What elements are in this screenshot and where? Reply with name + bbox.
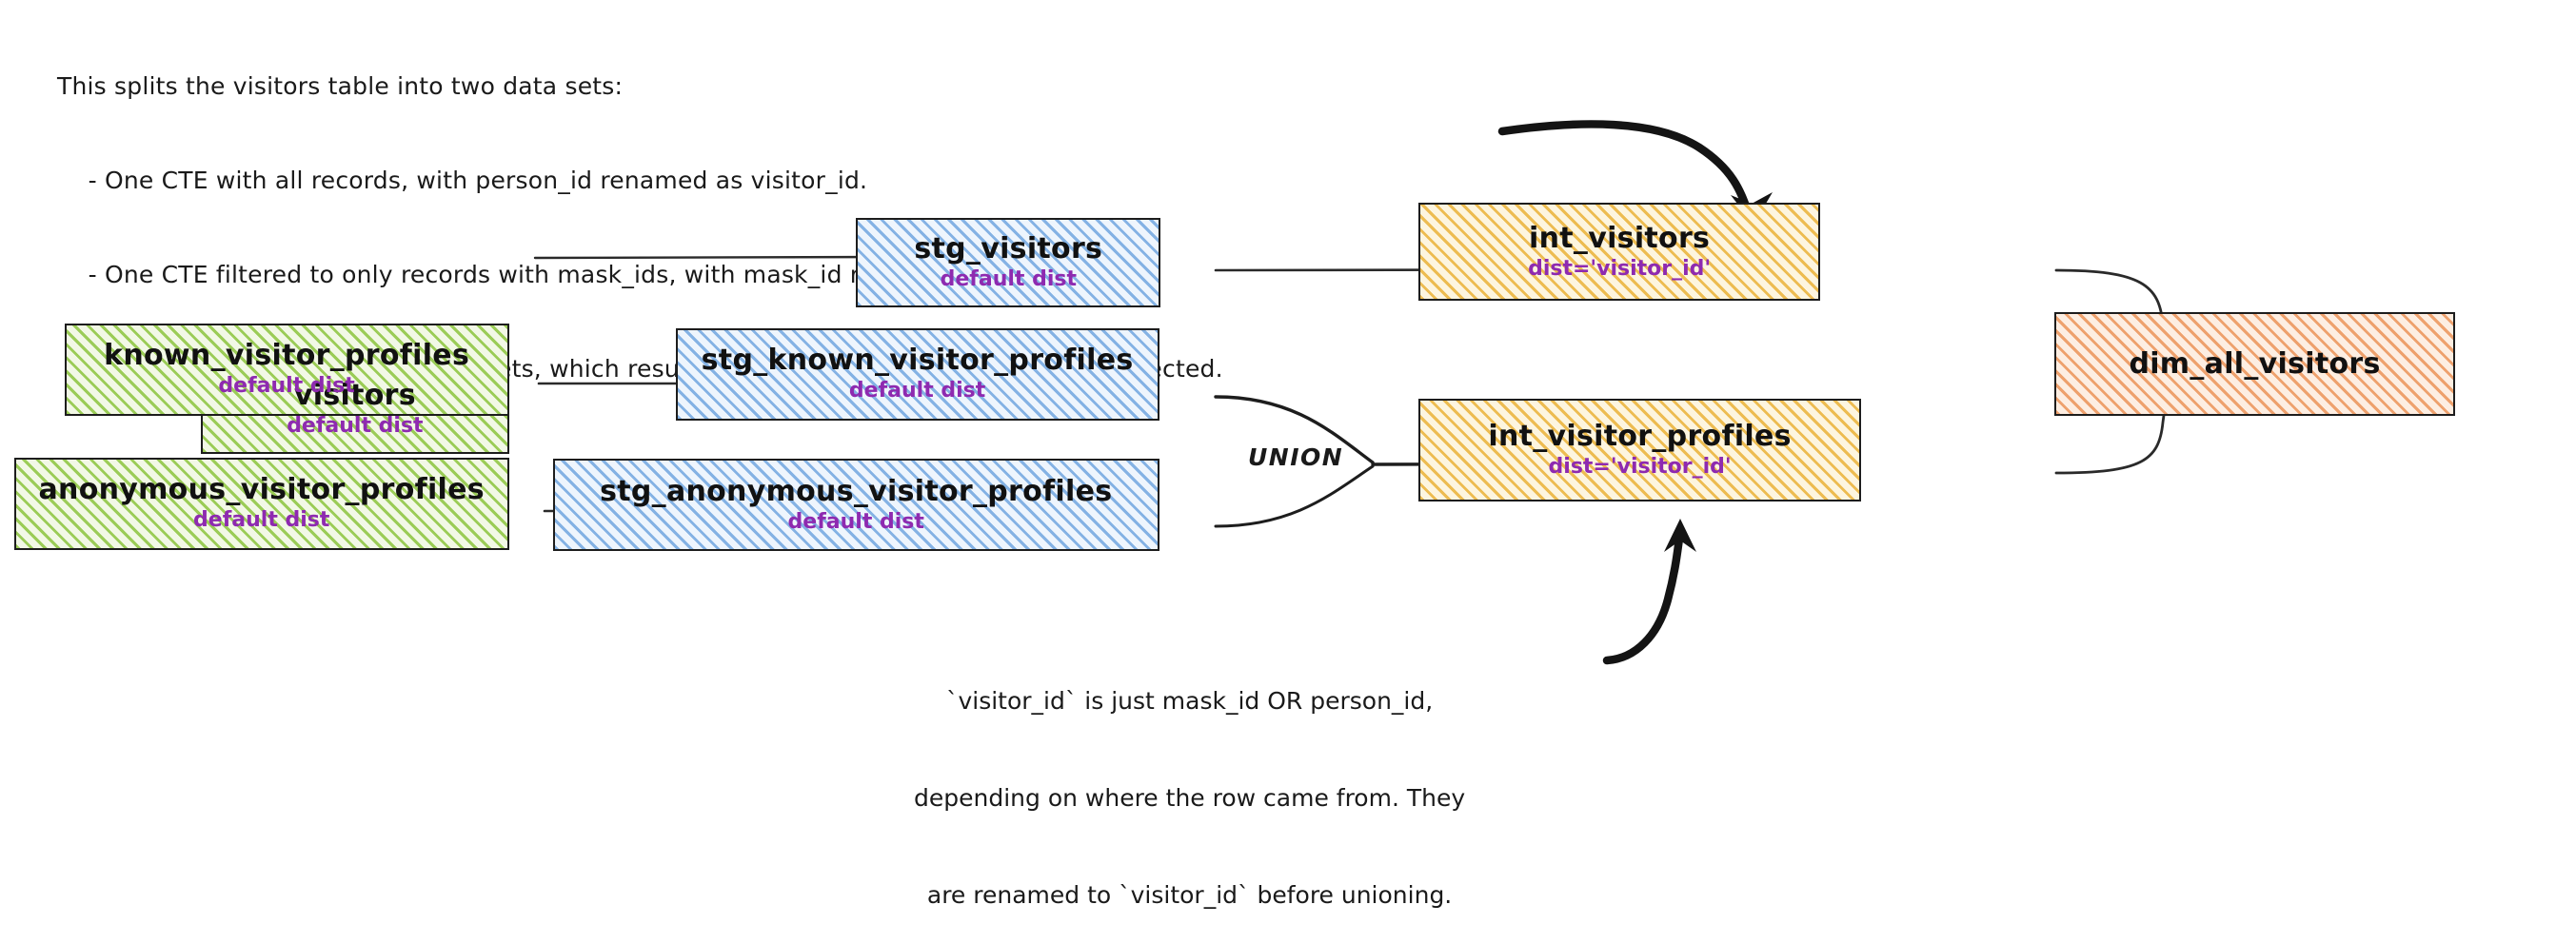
union-edge-label: UNION: [1248, 443, 1344, 471]
node-int-visitor-profiles[interactable]: int_visitor_profiles dist='visitor_id': [1417, 398, 1862, 502]
node-int-visitor-profiles-title: int_visitor_profiles: [1488, 420, 1792, 454]
node-anonymous-visitor-profiles[interactable]: anonymous_visitor_profiles default dist: [13, 457, 509, 550]
node-stg-known-visitor-profiles[interactable]: stg_known_visitor_profiles default dist: [675, 327, 1159, 422]
node-visitors-title: visitors: [293, 379, 416, 413]
node-int-visitors-title: int_visitors: [1529, 221, 1711, 255]
bottom-annotation-line-3: are renamed to `visitor_id` before union…: [926, 881, 1453, 909]
node-visitors-dist: default dist: [287, 414, 424, 439]
node-known-visitor-profiles-dist: default dist: [218, 374, 355, 399]
node-stg-visitors[interactable]: stg_visitors default dist: [856, 218, 1161, 308]
edge-visitors-to-stg-visitors: [533, 252, 895, 262]
node-anonymous-visitor-profiles-dist: default dist: [193, 508, 330, 533]
header-annotation-line-2: - One CTE with all records, with person_…: [57, 167, 868, 194]
node-stg-anonymous-visitor-profiles-title: stg_anonymous_visitor_profiles: [600, 474, 1113, 508]
node-known-visitor-profiles[interactable]: known_visitor_profiles default dist: [64, 323, 509, 417]
node-dim-all-visitors-title: dim_all_visitors: [2129, 346, 2381, 381]
node-int-visitor-profiles-dist: dist='visitor_id': [1548, 455, 1732, 480]
node-stg-known-visitor-profiles-title: stg_known_visitor_profiles: [701, 344, 1134, 378]
bottom-annotation-line-2: depending on where the row came from. Th…: [914, 784, 1466, 812]
node-int-visitors-dist: dist='visitor_id': [1528, 256, 1712, 281]
node-stg-anonymous-visitor-profiles[interactable]: stg_anonymous_visitor_profiles default d…: [552, 459, 1159, 552]
node-known-visitor-profiles-title: known_visitor_profiles: [104, 339, 470, 373]
callout-arrow-bottom: [1602, 519, 1696, 665]
bottom-annotation: `visitor_id` is just mask_id OR person_i…: [914, 620, 1465, 944]
node-dim-all-visitors[interactable]: dim_all_visitors: [2054, 312, 2455, 417]
node-stg-visitors-dist: default dist: [940, 267, 1077, 292]
bottom-annotation-line-1: `visitor_id` is just mask_id OR person_i…: [945, 687, 1434, 715]
node-int-visitors[interactable]: int_visitors dist='visitor_id': [1417, 202, 1821, 302]
node-stg-visitors-title: stg_visitors: [914, 232, 1103, 266]
node-stg-anonymous-visitor-profiles-dist: default dist: [787, 509, 924, 534]
node-stg-known-visitor-profiles-dist: default dist: [848, 379, 986, 403]
node-anonymous-visitor-profiles-title: anonymous_visitor_profiles: [38, 473, 485, 507]
header-annotation-line-1: This splits the visitors table into two …: [57, 72, 624, 100]
